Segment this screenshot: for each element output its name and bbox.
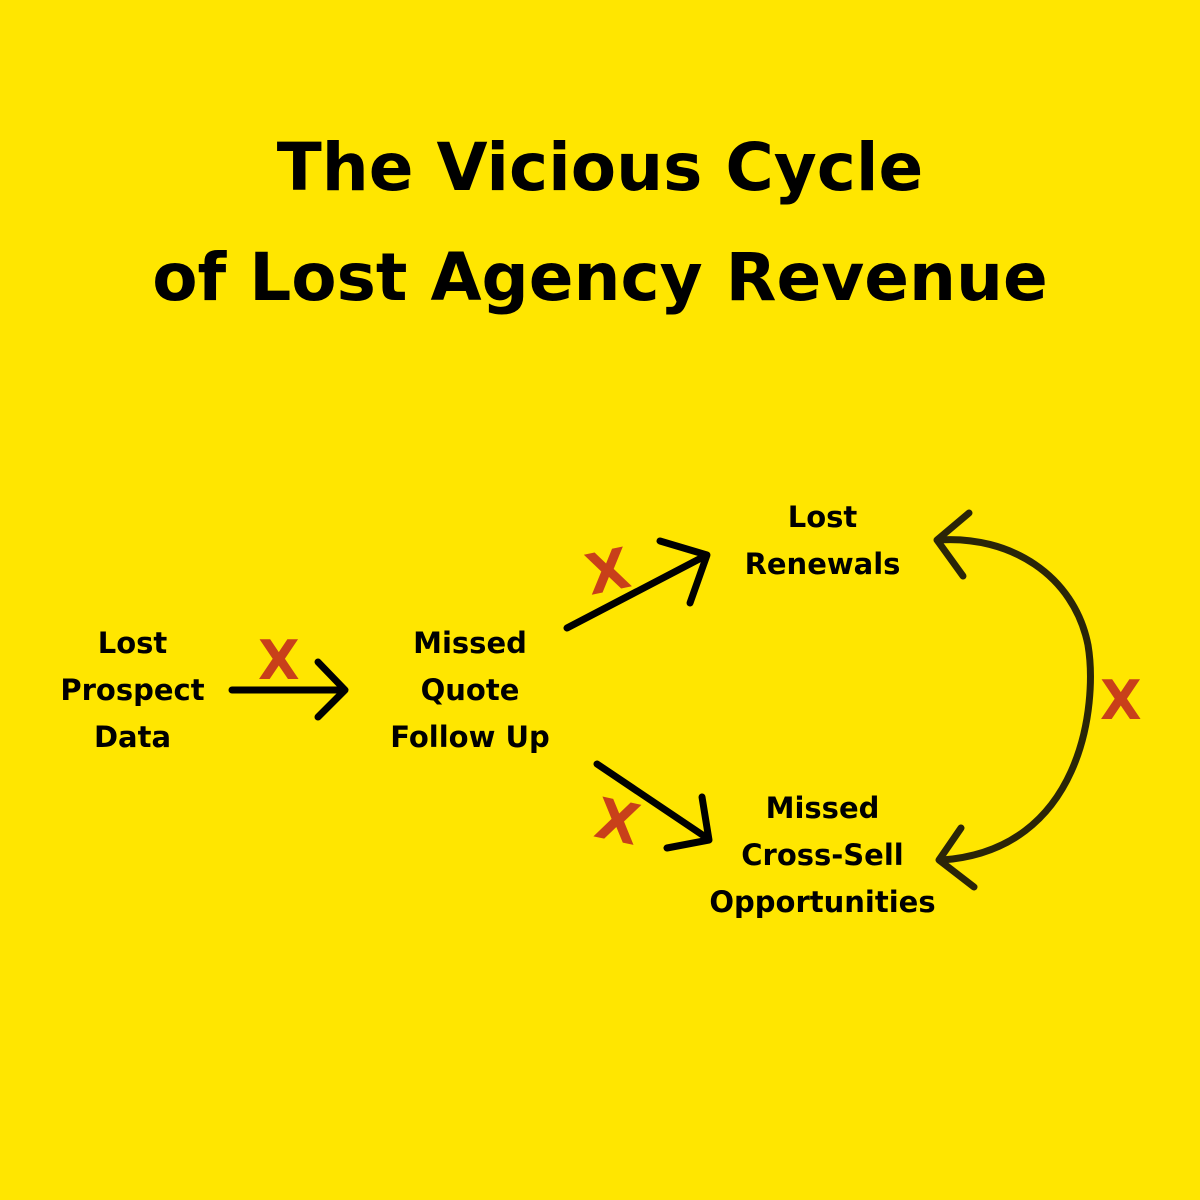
node-label-line: Prospect (60, 673, 205, 707)
node-lost-prospect-data: Lost Prospect Data (30, 620, 235, 761)
x-mark-quote-crosssell: X (589, 786, 645, 859)
arrow-shaft (593, 760, 711, 842)
node-label-line: Quote (420, 673, 520, 707)
node-lost-renewals: Lost Renewals (700, 494, 945, 588)
node-label-line: Cross-Sell (741, 838, 904, 872)
arrow-head (663, 793, 713, 852)
page-title-line-2: of Lost Agency Revenue (152, 239, 1048, 316)
node-missed-quote-follow-up: Missed Quote Follow Up (355, 620, 585, 761)
arrow-prospect-to-quote (228, 658, 349, 721)
arrow-head (656, 537, 711, 607)
cycle-arc-head-bottom (935, 824, 978, 891)
cycle-arc-path (934, 536, 1094, 864)
node-label-line: Lost (787, 500, 858, 534)
cycle-arc-head-top (933, 509, 973, 580)
node-label-line: Follow Up (390, 720, 550, 754)
node-label-line: Data (93, 720, 172, 754)
arrow-head (314, 658, 349, 721)
arrow-shaft (563, 552, 709, 632)
node-label-line: Missed (765, 791, 880, 825)
node-label-line: Missed (413, 626, 527, 660)
page-title-line-1: The Vicious Cycle (276, 129, 924, 206)
node-label-line: Renewals (744, 547, 901, 581)
arrow-quote-to-renewals (563, 537, 711, 632)
x-mark-quote-renewals: X (580, 536, 636, 609)
x-mark-prospect-quote: X (258, 629, 300, 692)
node-label-line: Lost (97, 626, 168, 660)
x-mark-cycle: X (1100, 669, 1142, 732)
node-missed-cross-sell: Missed Cross-Sell Opportunities (680, 785, 965, 926)
arrow-quote-to-crosssell (593, 760, 713, 852)
node-label-line: Opportunities (709, 885, 936, 919)
cycle-arc (933, 509, 1094, 891)
